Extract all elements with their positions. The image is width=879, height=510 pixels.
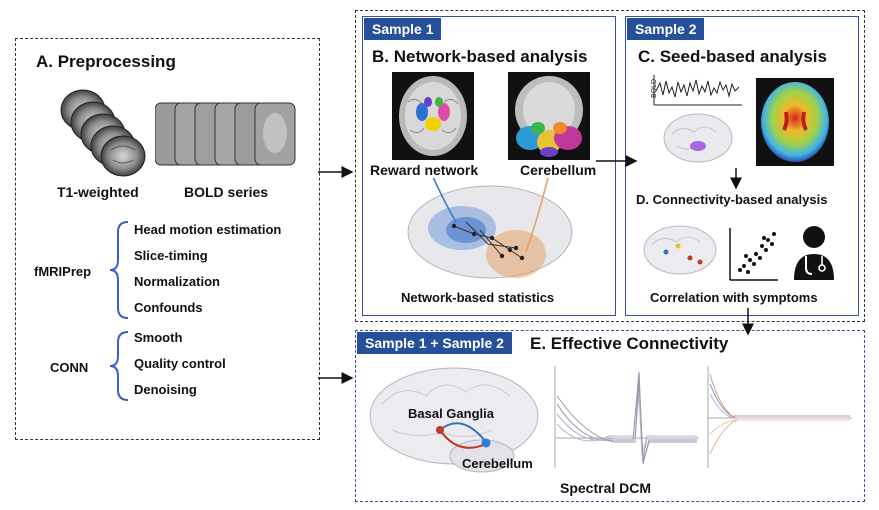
dcm-cerebellum-label: Cerebellum: [462, 456, 533, 471]
basal-ganglia-label: Basal Ganglia: [408, 406, 494, 421]
correlation-symptoms-label: Correlation with symptoms: [650, 290, 818, 305]
spectral-dcm-label: Spectral DCM: [560, 480, 652, 496]
clinician-icon: [794, 226, 834, 280]
spectral-dcm-plot-1: [554, 366, 699, 468]
preprocessing-panel: [15, 38, 320, 440]
symptom-scatter-icon: [729, 228, 778, 281]
reward-network-brain-icon: [392, 72, 474, 160]
conn-step: Denoising: [134, 382, 197, 397]
sample1-tag: Sample 1: [364, 18, 442, 40]
conn-step: Smooth: [134, 330, 183, 345]
fmriprep-step: Confounds: [134, 300, 203, 315]
samples-panel: [355, 10, 865, 322]
fmriprep-step: Normalization: [134, 274, 220, 289]
bold-series-label: BOLD series: [184, 184, 269, 200]
effective-connectivity-title: E. Effective Connectivity: [530, 334, 729, 353]
reward-network-label: Reward network: [370, 162, 479, 178]
network-statistics-label: Network-based statistics: [401, 290, 555, 305]
bold-series-stack-icon: [155, 102, 296, 166]
seed-brain-icon: [663, 113, 733, 163]
conn-step: Quality control: [134, 356, 226, 371]
dcm-glass-brain: [369, 367, 539, 473]
seed-heatmap-icon: [756, 78, 834, 166]
seed-analysis-title: C. Seed-based analysis: [638, 47, 827, 66]
conn-label: CONN: [50, 360, 89, 375]
fmriprep-label: fMRIPrep: [34, 264, 92, 279]
effective-connectivity-panel: [355, 330, 865, 502]
cerebellum-brain-icon: [508, 72, 590, 160]
fmriprep-step: Slice-timing: [134, 248, 208, 263]
sample2-tag: Sample 2: [627, 18, 705, 40]
combined-samples-tag: Sample 1 + Sample 2: [357, 332, 512, 354]
t1-weighted-label: T1-weighted: [57, 184, 139, 200]
fmriprep-step: Head motion estimation: [134, 222, 282, 237]
preprocessing-title: A. Preprocessing: [36, 52, 176, 71]
conn-bracket: [109, 331, 129, 401]
sample1-box: [362, 16, 616, 316]
network-analysis-title: B. Network-based analysis: [372, 47, 588, 66]
cerebellum-label: Cerebellum: [520, 162, 597, 178]
t1-weighted-stack-icon: [60, 89, 146, 177]
connectivity-analysis-title: D. Connectivity-based analysis: [636, 192, 828, 207]
spectral-dcm-plot-2: [707, 366, 852, 468]
bold-timeseries-icon: BOLD: [651, 75, 742, 106]
fmriprep-bracket: [109, 221, 129, 319]
network-statistics-glass-brain: [407, 178, 573, 279]
connectivity-brain-icon: [643, 225, 717, 275]
